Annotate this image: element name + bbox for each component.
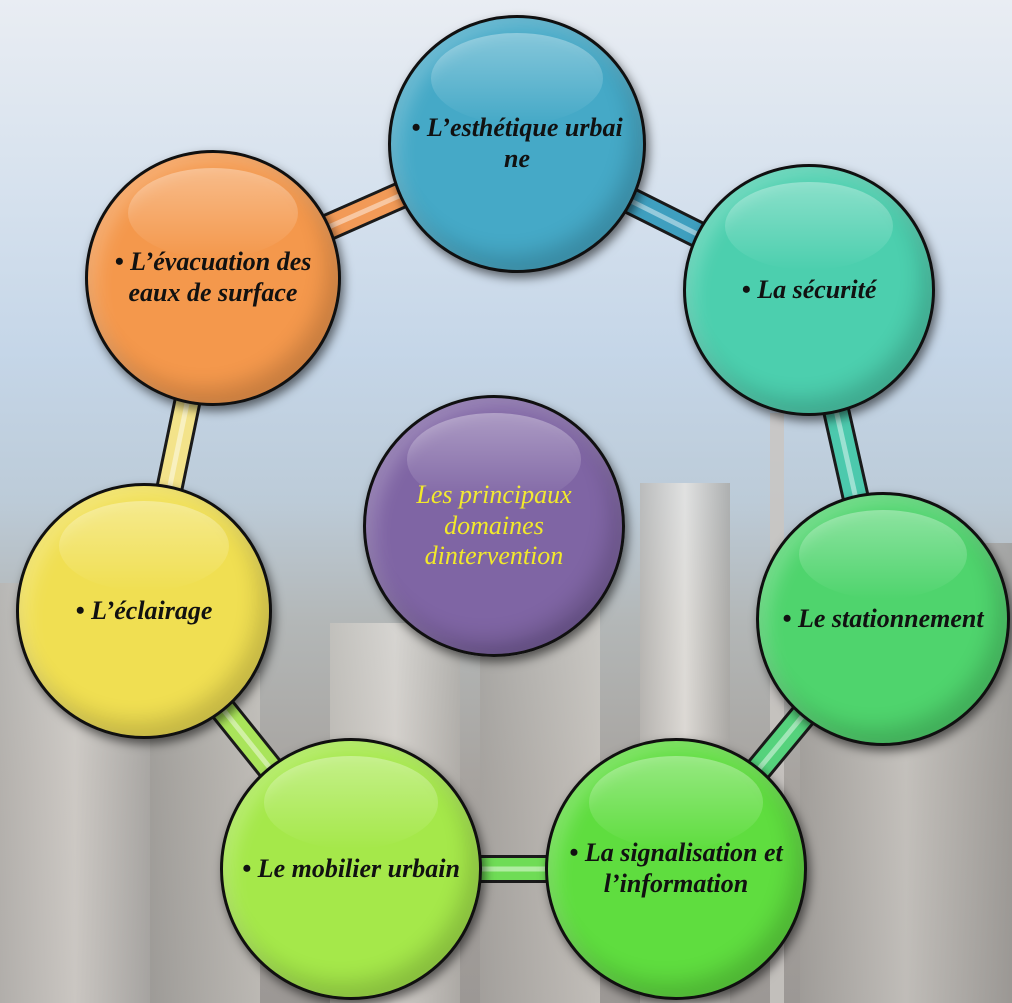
gloss-highlight bbox=[588, 756, 764, 849]
gloss-highlight bbox=[59, 501, 229, 591]
node-label: • L’éclairage bbox=[75, 595, 213, 625]
gloss-highlight bbox=[798, 509, 968, 600]
node-mobilier: • Le mobilier urbain bbox=[220, 738, 482, 1000]
node-label: • Le stationnement bbox=[782, 603, 984, 633]
gloss-highlight bbox=[431, 33, 603, 124]
node-label: • La signalisation et l’information bbox=[569, 838, 783, 898]
node-label: • Le mobilier urbain bbox=[242, 853, 460, 883]
node-label: • La sécurité bbox=[741, 274, 877, 304]
node-securite: • La sécurité bbox=[683, 164, 935, 416]
center-label: Les principaux domaines dintervention bbox=[416, 479, 572, 571]
gloss-highlight bbox=[128, 168, 298, 258]
center-node: Les principaux domaines dintervention bbox=[363, 395, 625, 657]
node-label: • L’évacuation des eaux de surface bbox=[114, 247, 312, 307]
node-label: • L’esthétique urbaine bbox=[411, 113, 623, 173]
node-esthetique: • L’esthétique urbaine bbox=[388, 15, 646, 273]
node-signalisation: • La signalisation et l’information bbox=[545, 738, 807, 1000]
gloss-highlight bbox=[725, 181, 893, 271]
node-evacuation: • L’évacuation des eaux de surface bbox=[85, 150, 341, 406]
node-eclairage: • L’éclairage bbox=[16, 483, 272, 739]
gloss-highlight bbox=[263, 756, 439, 849]
node-stationnement: • Le stationnement bbox=[756, 492, 1010, 746]
